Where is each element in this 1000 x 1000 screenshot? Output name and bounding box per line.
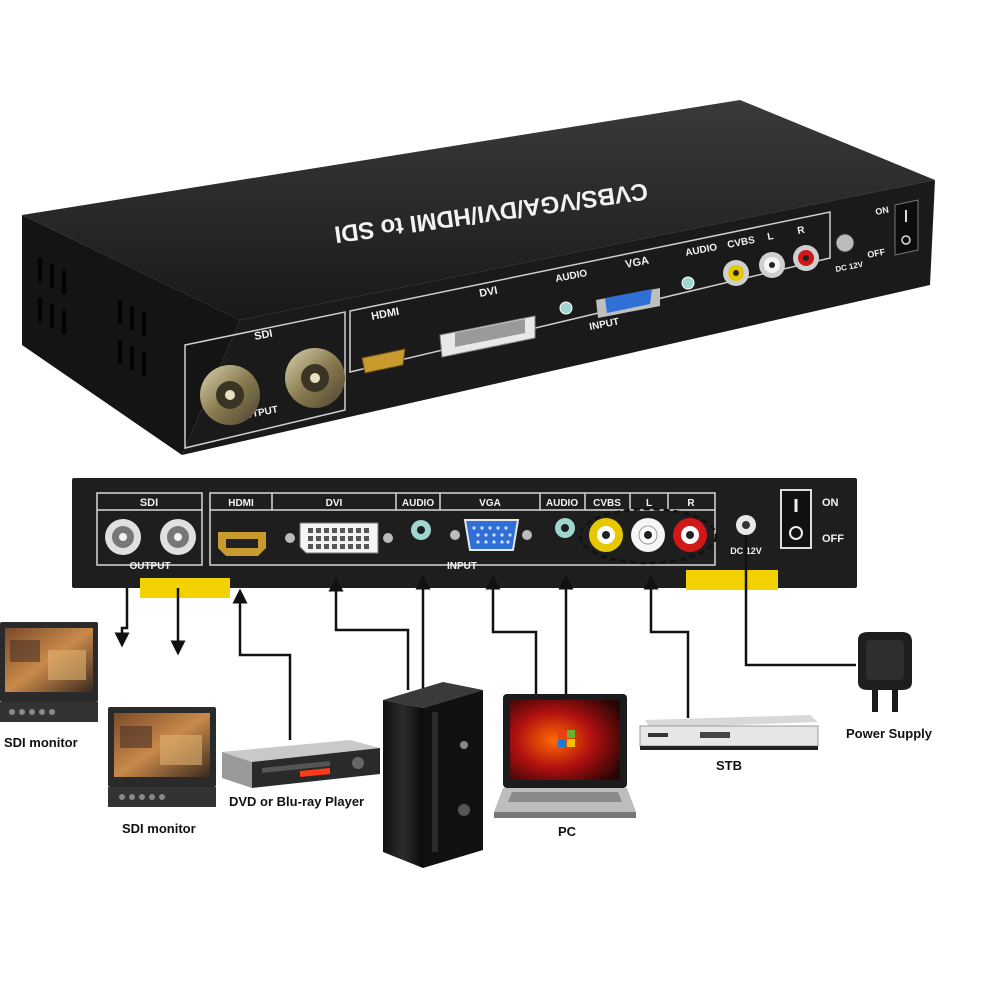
panel-dvi-label: DVI <box>326 498 343 509</box>
panel-foot-right <box>686 570 778 590</box>
panel-rca-group-outline <box>578 507 718 565</box>
dvd-player-label: DVD or Blu-ray Player <box>229 794 364 809</box>
windows-logo-icon <box>558 730 575 747</box>
stb-label: STB <box>716 758 742 773</box>
panel-input-label: INPUT <box>447 561 477 572</box>
panel-hdmi-port <box>218 532 266 556</box>
panel-hdmi-label: HDMI <box>228 498 254 509</box>
panel-bnc-connector-1 <box>105 519 141 555</box>
pc-label: PC <box>558 824 577 839</box>
panel-rca-yellow <box>589 518 623 552</box>
panel-output-label: OUTPUT <box>129 561 170 572</box>
panel-dvi-port <box>285 522 393 554</box>
panel-bnc-connector-2 <box>160 519 196 555</box>
wire-hdmi-in <box>232 588 292 740</box>
photo-rca-yellow <box>723 260 749 286</box>
photo-rca-red <box>793 245 819 271</box>
photo-dvi-port <box>439 315 536 358</box>
panel-vga-port <box>450 519 532 551</box>
dvd-player <box>222 740 380 788</box>
panel-sdi-label: SDI <box>140 497 158 509</box>
panel-dc-jack <box>736 515 756 535</box>
photo-l-label: L <box>766 231 774 243</box>
stb <box>639 715 819 750</box>
sdi-monitor-1-label: SDI monitor <box>4 735 78 750</box>
photo-vga-port <box>596 288 660 318</box>
photo-on-label: ON <box>874 205 889 217</box>
photo-bnc-connector-2 <box>285 348 345 408</box>
photo-dvi-label: DVI <box>478 285 498 300</box>
power-supply-adapter <box>858 632 912 712</box>
photo-sdi-label: SDI <box>253 328 273 343</box>
photo-rca-white <box>759 252 785 278</box>
wire-sdi-out-1 <box>114 588 130 648</box>
sdi-monitor-2 <box>108 707 216 807</box>
panel-off-label: OFF <box>822 533 844 545</box>
panel-audio-label-2: AUDIO <box>546 498 578 509</box>
rear-panel: SDI OUTPUT HDMI DVI AUDIO VGA AUDIO CVBS… <box>72 478 857 598</box>
photo-dc-jack <box>835 233 855 253</box>
panel-vga-label: VGA <box>479 498 501 509</box>
connection-wires <box>114 535 856 740</box>
wire-vga-in <box>485 574 538 695</box>
panel-l-label: L <box>646 498 652 509</box>
device-photo: CVBS/VGA/DVI/HDMI to SDI SDI HDMI DVI AU… <box>22 100 935 455</box>
panel-audio-jack-1 <box>411 520 431 540</box>
panel-rca-red <box>673 518 707 552</box>
sdi-monitor-1 <box>0 622 98 722</box>
photo-hdmi-label: HDMI <box>370 306 400 323</box>
photo-audio-jack-1 <box>559 301 573 315</box>
wire-cvbs-in <box>643 574 690 718</box>
photo-cvbs-label: CVBS <box>726 235 756 251</box>
photo-bnc-connector-1 <box>200 365 260 425</box>
wire-dvi-in <box>328 576 410 690</box>
pc-tower <box>383 682 483 868</box>
photo-power-switch <box>894 199 919 256</box>
photo-r-label: R <box>796 225 806 237</box>
panel-audio-label-1: AUDIO <box>402 498 434 509</box>
panel-foot-left <box>140 578 230 598</box>
panel-cvbs-label: CVBS <box>593 498 621 509</box>
panel-on-label: ON <box>822 497 839 509</box>
wire-power <box>744 535 856 667</box>
vent-slots <box>38 258 146 376</box>
photo-off-label: OFF <box>866 247 886 260</box>
panel-r-label: R <box>687 498 695 509</box>
laptop <box>494 694 636 818</box>
power-supply-label: Power Supply <box>846 726 933 741</box>
panel-audio-jack-2 <box>555 518 575 538</box>
panel-rca-white <box>631 518 665 552</box>
panel-power-switch <box>780 489 812 549</box>
sdi-monitor-2-label: SDI monitor <box>122 821 196 836</box>
photo-audio-jack-2 <box>681 276 695 290</box>
photo-hdmi-port <box>361 348 406 374</box>
photo-vga-label: VGA <box>624 255 650 271</box>
